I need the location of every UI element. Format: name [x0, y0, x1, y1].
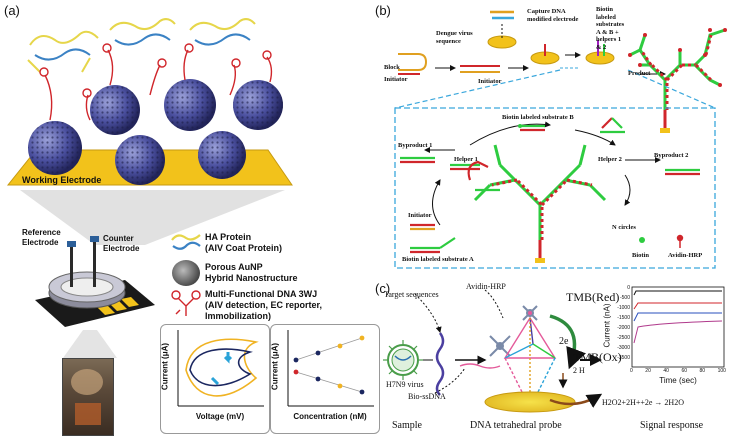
electrode-right [585, 40, 615, 65]
bio-ssdna-strand [459, 363, 501, 369]
current-plot-svg [631, 286, 725, 368]
n-circles-label: N circles [612, 224, 636, 231]
avidin-hrp-label-c: Avidin-HRP [466, 282, 506, 291]
initiator-loop-label: Initiator [408, 212, 432, 219]
initiator-complex [410, 223, 435, 231]
byproduct1-label: Byproduct 1 [398, 142, 433, 149]
cv-ylabel: Current (μA) [160, 342, 170, 391]
tmb-red-label: TMB(Red) [566, 290, 620, 304]
cv-curve-yellow [185, 338, 259, 397]
bio-ssdna-label: Bio-ssDNA [408, 392, 446, 401]
legend-ha-protein: HA Protein(AIV Coat Protein) [205, 232, 283, 253]
zoom-lines [394, 69, 716, 109]
working-electrode-illustration [6, 18, 293, 186]
working-electrode-label: Working Electrode [22, 175, 102, 185]
byproduct1-strand [400, 156, 435, 164]
biotin-label: Biotin [632, 252, 649, 259]
block-label: Block [384, 64, 400, 71]
product-dendrimer [629, 28, 726, 130]
central-dendrimer [473, 144, 607, 260]
photo-zoom-wedge [63, 330, 117, 358]
ha-protein-clusters [27, 18, 256, 73]
biotin-dot-icon [639, 237, 645, 243]
reference-electrode-label: Reference Electrode [22, 228, 61, 247]
trace-magenta [633, 320, 723, 344]
trace-red [633, 302, 722, 310]
conc-ylabel: Current (μA) [270, 342, 280, 391]
block-initiator-hairpin [398, 53, 428, 75]
porous-aunp-spheres [28, 79, 283, 185]
panel-b-label: (b) [375, 3, 391, 18]
cv-xlabel: Voltage (mV) [195, 412, 245, 421]
avidin-hrp-c-icon [489, 335, 511, 357]
panel-b-diagram [394, 10, 727, 269]
electrode-mid [530, 44, 560, 65]
projection-wedge [20, 190, 285, 245]
tmb-ox-label: TMB(Ox) [573, 350, 622, 364]
product-label: Product [628, 70, 651, 77]
dna-3wj-icon [171, 290, 201, 316]
capture-electrode-top [487, 10, 517, 49]
biotin-substrates-label: Biotin labeled substrates A & B + helper… [596, 6, 625, 51]
cycle-arrows [424, 121, 661, 226]
helper2-strand [600, 117, 625, 134]
byproduct2-strand [665, 168, 700, 176]
dna-tetrahedron [503, 316, 557, 399]
reaction-label: H2O2+2H++2e → 2H2O [602, 398, 684, 407]
loop-intermediate [467, 160, 500, 192]
tmb-green-arrow [549, 314, 586, 370]
avidin-hrp-icon [676, 234, 684, 248]
two-h-label: 2 H [573, 366, 585, 375]
substrate-a-strand [410, 237, 456, 254]
substrate-b-strand [518, 124, 545, 132]
initiator-top-label: Initiator [384, 76, 408, 83]
current-xlabel: Time (sec) [659, 376, 697, 385]
probe-label: DNA tetrahedral probe [470, 420, 562, 431]
current-ylabel: Current (nA) [602, 303, 612, 348]
trace-black [633, 290, 722, 296]
target-sequence-wave [435, 332, 445, 396]
initiator-mid-label: Initiator [478, 78, 502, 85]
current-yticks: 0-500-1000-1500-2000-2500-3000-3500 [617, 285, 630, 361]
avidin-hrp-label-b: Avidin-HRP [668, 252, 703, 259]
cv-curve-navy [189, 348, 253, 387]
gold-electrode-c [484, 391, 576, 413]
helper2-label: Helper 2 [598, 156, 622, 163]
substrate-a-label: Biotin labeled substrate A [402, 256, 474, 263]
signal-label: Signal response [640, 420, 704, 431]
trace-blue [633, 312, 722, 322]
cv-arrow-up [210, 376, 220, 386]
zoom-box [394, 107, 716, 269]
panel-c-diagram [383, 289, 603, 413]
avidin-top-icon [522, 305, 538, 321]
dengue-label: Dengue virus sequence [436, 30, 473, 45]
porous-aunp-icon [172, 260, 200, 286]
helper1-strand [450, 163, 480, 171]
cv-arrow-down [223, 352, 233, 364]
product-biotin-dots [628, 28, 727, 87]
conc-plot-axes [287, 330, 374, 407]
electrode-cell-device [35, 236, 155, 327]
h7n9-label: H7N9 virus [386, 380, 424, 389]
conc-xlabel: Concentration (nM) [293, 412, 367, 421]
h7n9-virus-icon [383, 340, 423, 380]
two-e-label: 2e [559, 336, 569, 347]
target-sequences-label: Target sequences [384, 290, 439, 299]
sample-label: Sample [392, 420, 422, 431]
helper1-label: Helper 1 [454, 156, 478, 163]
legend-dna-3wj: Multi-Functional DNA 3WJ(AIV detection, … [205, 289, 323, 321]
dna-3wj-strands [39, 43, 273, 121]
capture-label: Capture DNA modified electrode [527, 8, 579, 23]
substrate-b-label: Biotin labeled substrate B [502, 114, 574, 121]
byproduct2-label: Byproduct 2 [654, 152, 689, 159]
panel-a-label: (a) [4, 3, 20, 18]
device-photo [62, 358, 114, 436]
ha-protein-icon [171, 234, 201, 250]
panel-c-label: (c) [375, 281, 391, 296]
counter-electrode-label: Counter Electrode [103, 234, 140, 253]
cv-plot-axes [177, 330, 264, 407]
